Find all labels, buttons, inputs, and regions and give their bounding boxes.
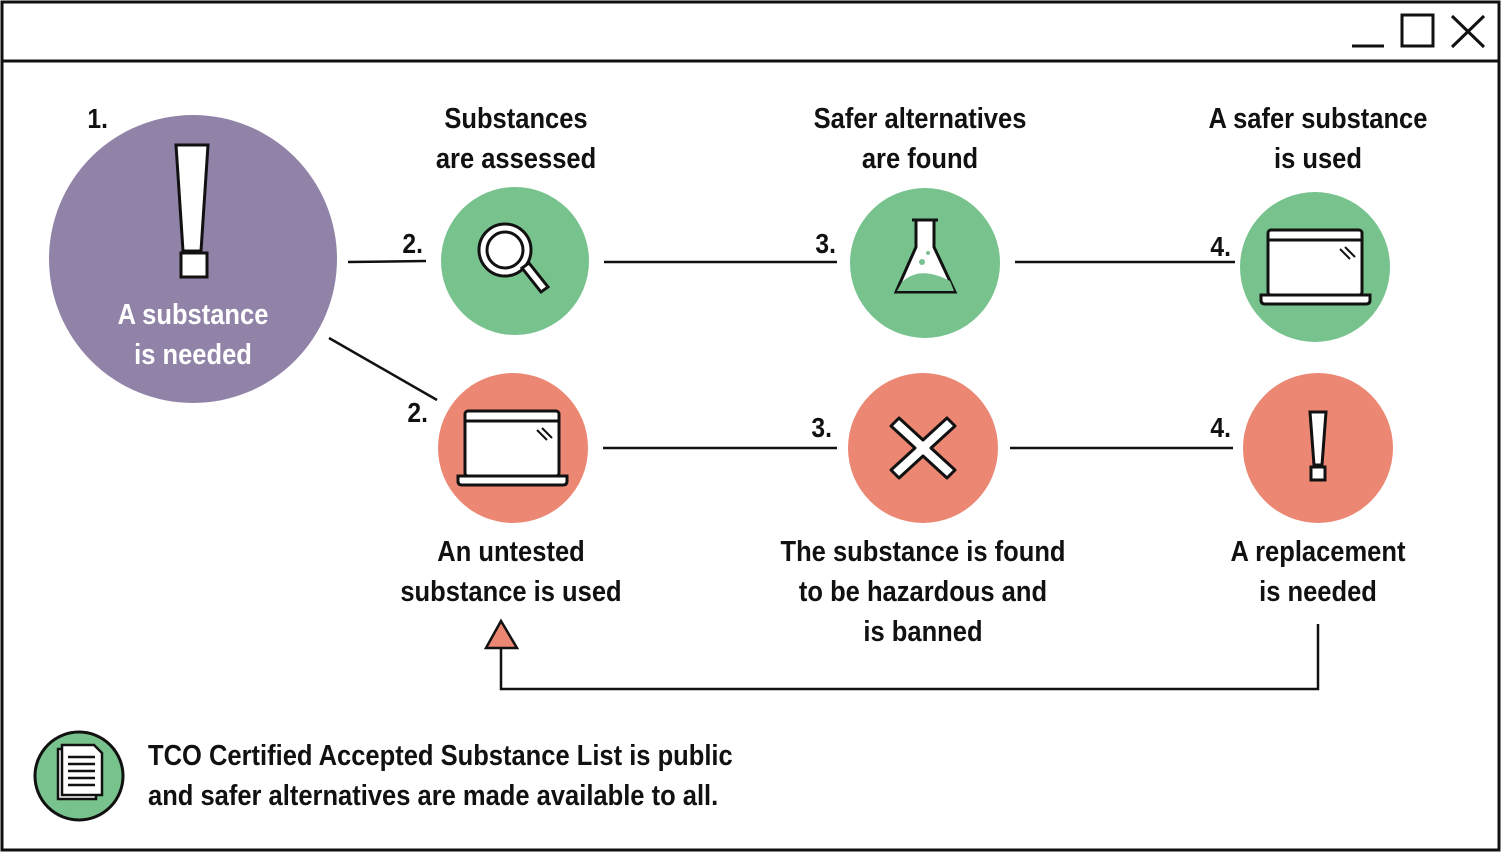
document-icon (56, 743, 104, 801)
cross-icon (889, 416, 957, 480)
bottom-label-3-line1: The substance is found (780, 536, 1066, 568)
top-label-3: Safer alternatives are found (788, 99, 1052, 179)
bottom-label-2-line2: substance is used (400, 576, 622, 608)
laptop-icon (1259, 228, 1372, 306)
step-number-top-3: 3. (815, 228, 836, 259)
step-number-bottom-4: 4. (1210, 412, 1231, 443)
bottom-label-2-line1: An untested (437, 536, 585, 568)
magnifier-icon (477, 222, 551, 295)
flask-icon (893, 218, 958, 294)
close-icon[interactable] (1448, 12, 1488, 52)
top-label-4: A safer substance is used (1186, 99, 1450, 179)
step-number-bottom-2: 2. (407, 397, 428, 428)
bottom-label-2: An untested substance is used (388, 532, 634, 612)
bottom-node-3 (848, 373, 998, 523)
top-label-3-line2: are found (861, 143, 979, 175)
exclamation-icon (174, 143, 210, 279)
start-label-line2: is needed (134, 339, 252, 371)
footer-line2: and safer alternatives are made availabl… (148, 780, 719, 812)
step-number-bottom-3: 3. (811, 412, 832, 443)
laptop-icon (456, 409, 569, 487)
start-node (49, 115, 337, 403)
footer-text: TCO Certified Accepted Substance List is… (148, 736, 733, 816)
bottom-label-4-line2: is needed (1259, 576, 1377, 608)
top-label-2-line1: Substances (444, 103, 588, 135)
top-label-2-line2: are assessed (435, 143, 597, 175)
bottom-label-4-line1: A replacement (1230, 536, 1406, 568)
top-label-4-line1: A safer substance (1208, 103, 1428, 135)
bottom-node-4 (1243, 373, 1393, 523)
connector-1-2-bottom (328, 336, 438, 402)
top-node-2 (441, 187, 589, 335)
footer-document-node (33, 730, 125, 822)
loop-arrowhead-icon (483, 618, 520, 650)
bottom-label-3-line2: to be hazardous and (798, 576, 1048, 608)
top-label-3-line1: Safer alternatives (813, 103, 1027, 135)
connector-1-2-top (347, 259, 427, 264)
step-number-top-2: 2. (402, 228, 423, 259)
bottom-node-2 (438, 373, 588, 523)
start-label-line1: A substance (117, 299, 269, 331)
maximize-icon[interactable] (1400, 13, 1435, 48)
top-label-2: Substances are assessed (410, 99, 621, 179)
loop-back-connector (499, 624, 1320, 691)
bottom-label-3: The substance is found to be hazardous a… (765, 532, 1082, 652)
connectors (328, 259, 1320, 691)
minimize-icon[interactable] (1350, 10, 1388, 50)
top-label-4-line2: is used (1274, 143, 1362, 175)
top-node-4 (1240, 192, 1390, 342)
exclamation-icon (1308, 410, 1328, 482)
step-number-1: 1. (87, 103, 108, 134)
start-label: A substance is needed (87, 295, 298, 375)
bottom-label-4: A replacement is needed (1204, 532, 1433, 612)
top-node-3 (850, 188, 1000, 338)
bottom-label-3-line3: is banned (863, 616, 983, 648)
step-number-top-4: 4. (1210, 231, 1231, 262)
footer-line1: TCO Certified Accepted Substance List is… (148, 740, 733, 772)
